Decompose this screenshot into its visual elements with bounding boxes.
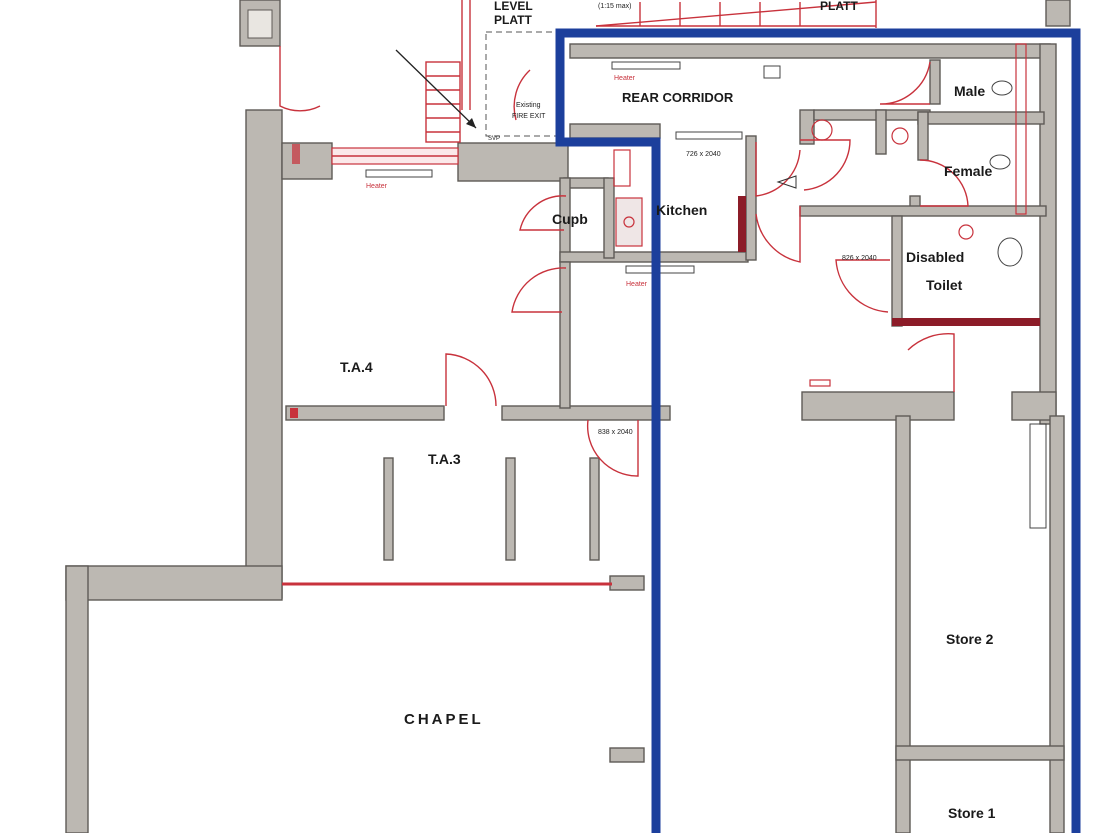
label-cupb: Cupb [552,211,588,227]
label-door-826: 826 x 2040 [842,255,877,262]
label-door-726: 726 x 2040 [686,151,721,158]
label-existing: Existing [516,102,541,109]
label-door-838: 838 x 2040 [598,429,633,436]
label-svp: SVP [488,136,500,142]
label-disabled-toilet-2: Toilet [926,277,963,293]
label-fire-exit: FIRE EXIT [512,113,546,120]
label-platt: PLATT [820,0,858,13]
proposed-works [279,0,1047,586]
label-heater-north: Heater [366,183,388,190]
label-heater-corridor: Heater [614,75,636,82]
annotations: Existing FIRE EXIT SVP Heater Heater Hea… [366,75,877,436]
label-rear-corridor: REAR CORRIDOR [622,90,734,105]
label-level-platt-2: PLATT [494,13,532,27]
label-ramp-ratio: (1:15 max) [598,3,631,10]
label-kitchen: Kitchen [656,202,707,218]
label-male: Male [954,83,985,99]
label-chapel: CHAPEL [404,711,484,728]
label-store2: Store 2 [946,631,994,647]
site-boundary [555,28,1081,833]
label-female: Female [944,163,992,179]
label-ta3: T.A.3 [428,451,461,467]
label-disabled-toilet-1: Disabled [906,249,964,265]
walls [65,0,1071,833]
room-labels: LEVEL PLATT PLATT (1:15 max) REAR CORRID… [340,0,996,821]
label-level-platt-1: LEVEL [494,0,533,13]
label-ta4: T.A.4 [340,359,373,375]
label-heater-kitchen: Heater [626,281,648,288]
label-store1: Store 1 [948,805,996,821]
